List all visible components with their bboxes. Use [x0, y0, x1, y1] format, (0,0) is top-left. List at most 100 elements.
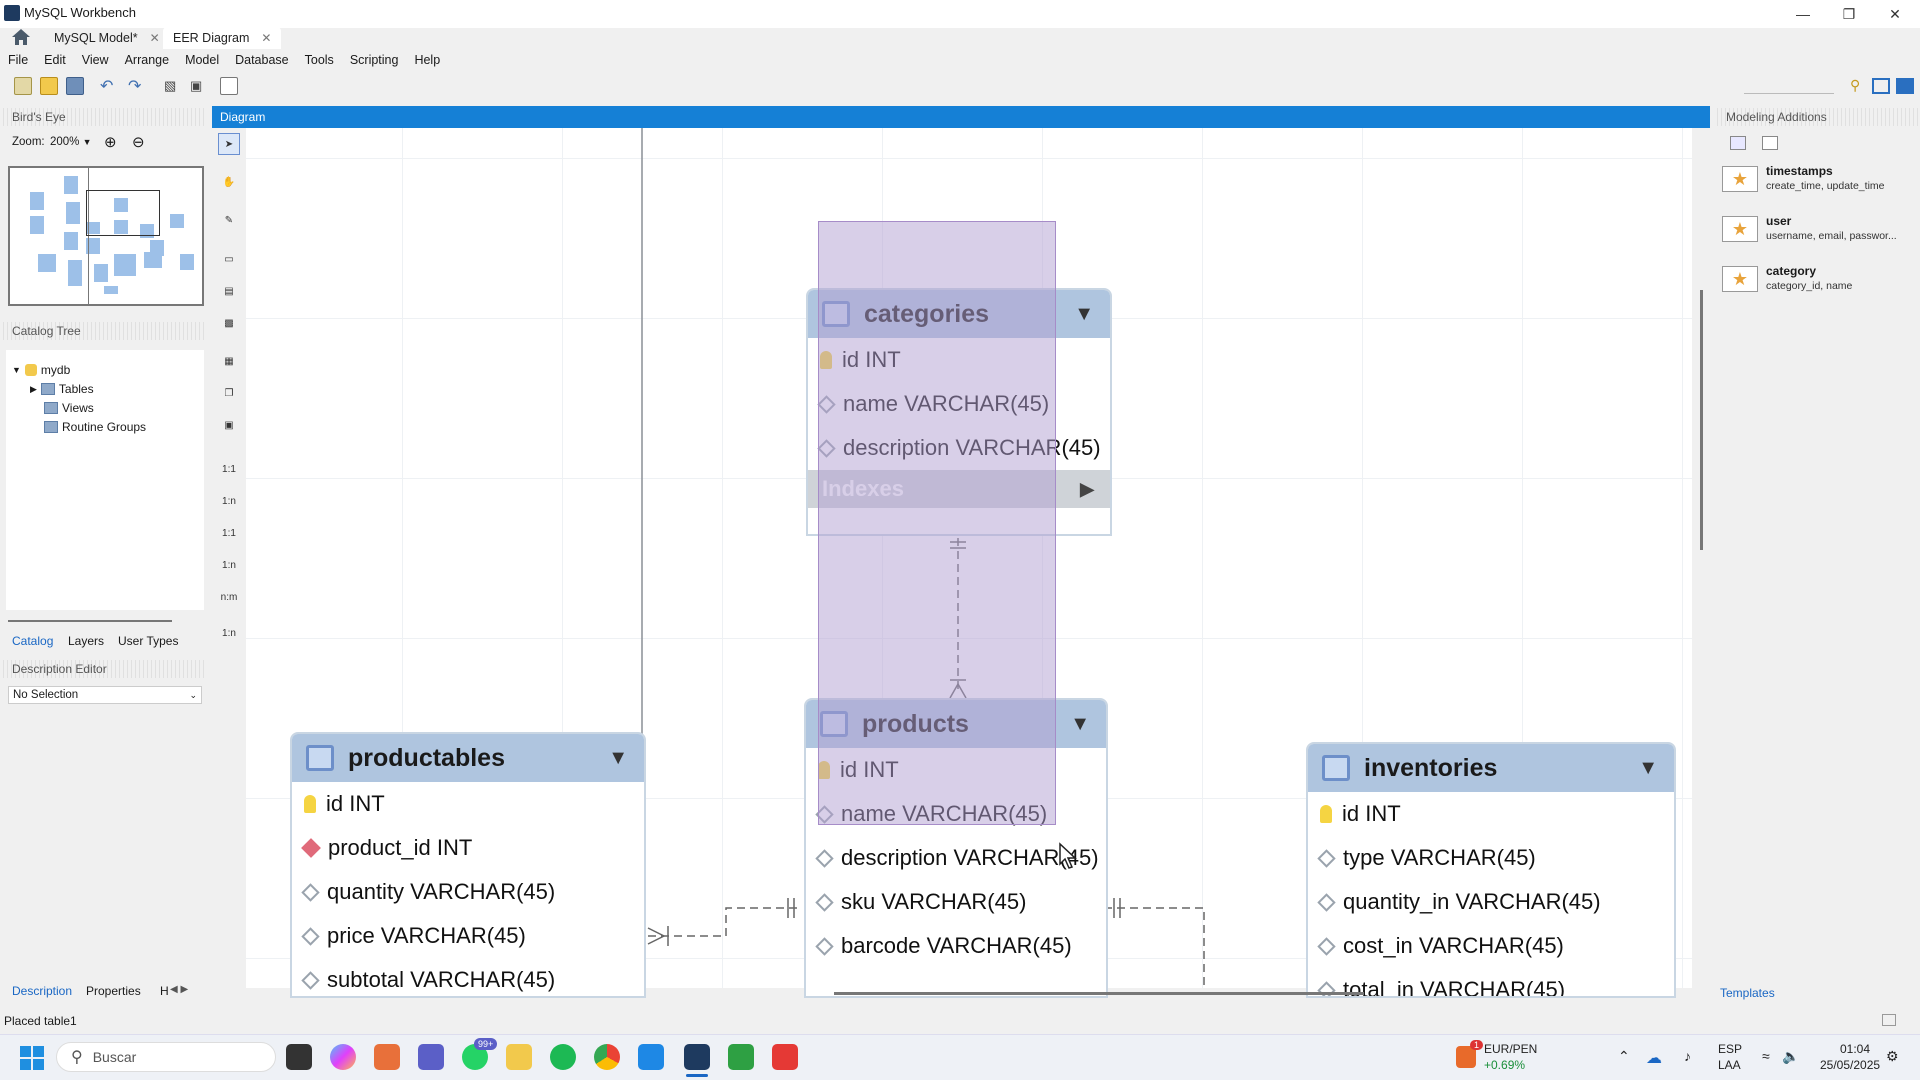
- zoom-in-icon[interactable]: ⊕: [104, 134, 117, 151]
- close-tab-icon[interactable]: ✕: [261, 31, 272, 45]
- table-tool-icon[interactable]: ▦: [224, 355, 234, 367]
- column-row[interactable]: id INT: [1308, 792, 1674, 836]
- column-row[interactable]: id INT: [292, 782, 644, 826]
- onedrive-cloud-icon[interactable]: ☁: [1646, 1050, 1662, 1067]
- collapse-triangle-icon[interactable]: ▼: [1638, 756, 1658, 779]
- add-snippet-icon[interactable]: [1730, 136, 1746, 150]
- tree-item-routine-groups[interactable]: Routine Groups: [44, 420, 146, 434]
- image-tool-icon[interactable]: ▩: [224, 317, 234, 329]
- tab-description[interactable]: Description: [12, 984, 73, 998]
- home-icon[interactable]: [10, 27, 32, 47]
- caret-right-icon[interactable]: ▶: [30, 383, 37, 394]
- mysql-workbench-taskbar-icon[interactable]: [684, 1044, 710, 1070]
- taskbar-search-input[interactable]: ⚲ Buscar: [56, 1042, 276, 1072]
- close-tab-icon[interactable]: ✕: [149, 31, 160, 45]
- hand-tool-icon[interactable]: ✋: [222, 176, 236, 188]
- relationship-1-n-non-identifying-icon[interactable]: 1:n: [222, 495, 236, 507]
- table-header[interactable]: productables ▼: [292, 734, 644, 782]
- column-row[interactable]: quantity_in VARCHAR(45): [1308, 880, 1674, 924]
- minimize-button[interactable]: —: [1796, 6, 1810, 22]
- copilot-icon[interactable]: [330, 1044, 356, 1070]
- tab-mysql-model[interactable]: MySQL Model* ✕: [44, 27, 170, 49]
- undo-icon[interactable]: ↶: [100, 78, 114, 95]
- panel-scrollbar[interactable]: [8, 620, 172, 622]
- relationship-1-n-identifying-icon[interactable]: 1:n: [222, 559, 236, 571]
- selection-dropdown[interactable]: No Selection ⌄: [8, 686, 202, 704]
- open-model-icon[interactable]: [40, 77, 58, 95]
- collapse-triangle-icon[interactable]: ▼: [608, 746, 628, 769]
- file-explorer-icon[interactable]: [506, 1044, 532, 1070]
- chrome-icon[interactable]: [594, 1044, 620, 1070]
- app-icon-red[interactable]: [772, 1044, 798, 1070]
- wifi-icon[interactable]: ≈: [1762, 1048, 1770, 1064]
- column-row[interactable]: description VARCHAR(45): [806, 836, 1106, 880]
- tab-scroll-arrows-icon[interactable]: ◀ ▶: [170, 984, 189, 995]
- toggle-grid-icon[interactable]: ▧: [164, 78, 177, 93]
- routine-group-tool-icon[interactable]: ▣: [224, 419, 234, 431]
- column-row[interactable]: type VARCHAR(45): [1308, 836, 1674, 880]
- minimap-viewport[interactable]: [86, 190, 160, 236]
- addition-timestamps[interactable]: ★ timestamps create_time, update_time: [1720, 162, 1910, 202]
- clock-time[interactable]: 01:04: [1840, 1042, 1871, 1056]
- column-row[interactable]: sku VARCHAR(45): [806, 880, 1106, 924]
- addition-category[interactable]: ★ category category_id, name: [1720, 262, 1910, 302]
- tab-properties[interactable]: Properties: [86, 984, 141, 998]
- save-model-icon[interactable]: [66, 77, 84, 95]
- task-view-icon[interactable]: [286, 1044, 312, 1070]
- menu-scripting[interactable]: Scripting: [349, 53, 399, 67]
- app-icon-green[interactable]: [728, 1044, 754, 1070]
- entity-productables[interactable]: productables ▼ id INT product_id INT qua…: [290, 732, 646, 998]
- tab-history[interactable]: H: [160, 984, 169, 998]
- collapse-triangle-icon[interactable]: ▼: [1070, 712, 1090, 735]
- stocks-icon[interactable]: [1456, 1046, 1476, 1068]
- select-tool-icon[interactable]: ➤: [218, 133, 240, 155]
- entity-inventories[interactable]: inventories ▼ id INT type VARCHAR(45) qu…: [1306, 742, 1676, 998]
- horizontal-scrollbar[interactable]: [834, 992, 1364, 995]
- tab-user-types[interactable]: User Types: [118, 634, 179, 648]
- tree-item-tables[interactable]: ▶ Tables: [30, 382, 94, 396]
- column-row[interactable]: subtotal VARCHAR(45): [292, 958, 644, 996]
- spotify-icon[interactable]: [550, 1044, 576, 1070]
- relationship-1-1-identifying-icon[interactable]: 1:1: [222, 527, 236, 539]
- tab-catalog[interactable]: Catalog: [12, 634, 54, 648]
- addition-user[interactable]: ★ user username, email, passwor...: [1720, 212, 1910, 252]
- language-label[interactable]: ESP: [1718, 1042, 1743, 1056]
- align-icon[interactable]: ▣: [190, 78, 203, 93]
- collapse-triangle-icon[interactable]: ▼: [1074, 302, 1094, 325]
- note-tool-icon[interactable]: ▤: [224, 285, 234, 297]
- export-icon[interactable]: [220, 77, 238, 95]
- eraser-tool-icon[interactable]: ✎: [224, 214, 234, 226]
- tree-item-views[interactable]: Views: [44, 401, 94, 415]
- xampp-icon[interactable]: [374, 1044, 400, 1070]
- birds-eye-minimap[interactable]: [8, 166, 204, 306]
- relationship-existing-columns-icon[interactable]: 1:n: [222, 627, 236, 639]
- toggle-secondary-sidebar-icon[interactable]: [1896, 78, 1914, 94]
- new-model-icon[interactable]: [14, 77, 32, 95]
- column-row[interactable]: price VARCHAR(45): [292, 914, 644, 958]
- caret-down-icon[interactable]: ▼: [12, 365, 21, 375]
- menu-edit[interactable]: Edit: [44, 53, 66, 67]
- menu-database[interactable]: Database: [235, 53, 289, 67]
- menu-view[interactable]: View: [81, 53, 109, 67]
- menu-help[interactable]: Help: [414, 53, 441, 67]
- table-header[interactable]: inventories ▼: [1308, 744, 1674, 792]
- restore-button[interactable]: ❐: [1842, 5, 1856, 22]
- tab-templates[interactable]: Templates: [1720, 986, 1775, 1000]
- windows-start-icon[interactable]: [20, 1046, 44, 1070]
- close-window-button[interactable]: ✕: [1889, 5, 1901, 22]
- column-row[interactable]: total_in VARCHAR(45): [1308, 968, 1674, 996]
- microphone-icon[interactable]: ♪: [1684, 1048, 1691, 1064]
- column-row[interactable]: product_id INT: [292, 826, 644, 870]
- view-tool-icon[interactable]: ❐: [224, 387, 234, 399]
- zoom-out-icon[interactable]: ⊖: [132, 134, 145, 151]
- description-editor[interactable]: [6, 710, 204, 980]
- inspector-icon[interactable]: ⚲: [1850, 77, 1861, 93]
- volume-icon[interactable]: 🔈: [1782, 1048, 1800, 1064]
- vscode-icon[interactable]: [638, 1044, 664, 1070]
- column-row[interactable]: quantity VARCHAR(45): [292, 870, 644, 914]
- notifications-icon[interactable]: ⚙: [1886, 1048, 1899, 1064]
- column-row[interactable]: cost_in VARCHAR(45): [1308, 924, 1674, 968]
- tree-item-mydb[interactable]: ▼ mydb: [12, 363, 70, 377]
- vertical-scrollbar[interactable]: [1700, 290, 1703, 550]
- redo-icon[interactable]: ↷: [128, 78, 142, 95]
